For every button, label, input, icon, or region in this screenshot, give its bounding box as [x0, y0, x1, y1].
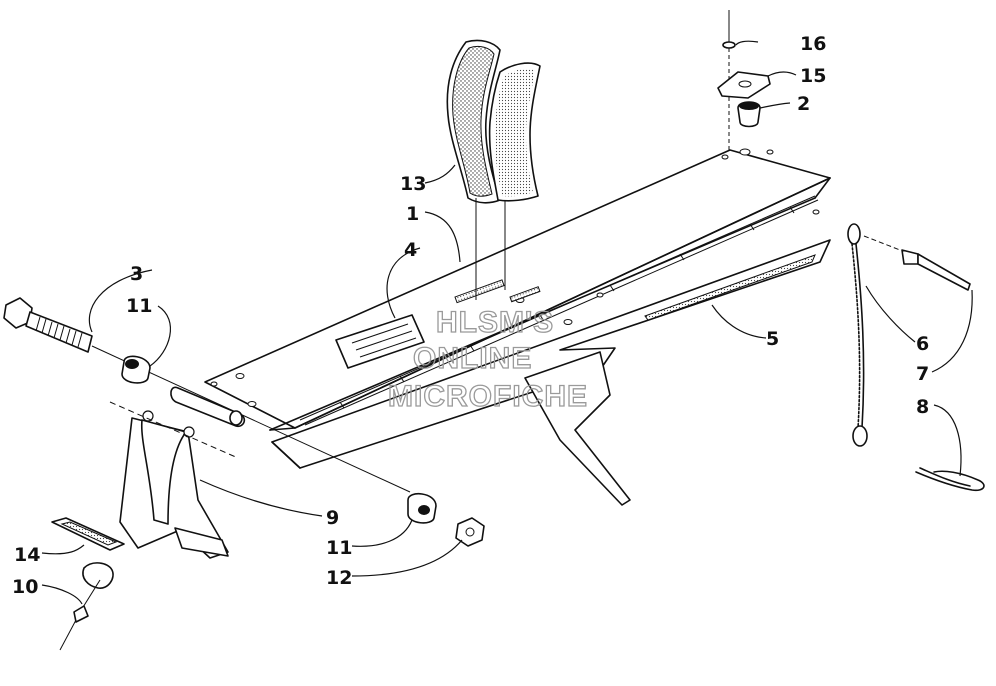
- callout-10: 10: [12, 576, 38, 598]
- callout-8: 8: [916, 396, 929, 418]
- callout-13: 13: [400, 173, 426, 195]
- footrest-rail: [204, 148, 831, 506]
- watermark-line-1: HLSM'S: [436, 306, 554, 339]
- tether-cable: [847, 223, 985, 492]
- footpad: [446, 39, 541, 300]
- pivot-hardware: [717, 10, 771, 150]
- callout-6: 6: [916, 333, 929, 355]
- callout-3: 3: [130, 263, 143, 285]
- watermark: HLSM'S ONLINE MICROFICHE: [387, 305, 588, 413]
- bolt-assembly: [3, 297, 411, 493]
- callout-4: 4: [404, 239, 417, 261]
- callout-7: 7: [916, 363, 929, 385]
- callout-11-upper: 11: [126, 295, 152, 317]
- callout-9: 9: [326, 507, 339, 529]
- callout-labels: 1 2 3 4 5 6 7 8 9 10 11 11 12 13 14 15 1…: [12, 33, 929, 598]
- watermark-line-2: ONLINE: [413, 342, 532, 375]
- callout-14: 14: [14, 544, 40, 566]
- callout-12: 12: [326, 567, 352, 589]
- callout-1: 1: [406, 203, 419, 225]
- callout-15: 15: [800, 65, 826, 87]
- leader-lines: [41, 40, 973, 605]
- spacer-and-nut: [407, 493, 485, 547]
- callout-2: 2: [797, 93, 810, 115]
- callout-16: 16: [800, 33, 826, 55]
- plate-and-rivet: [51, 517, 125, 651]
- callout-5: 5: [766, 328, 779, 350]
- mounting-bracket: [109, 401, 239, 559]
- watermark-line-3: MICROFICHE: [388, 380, 588, 413]
- callout-11-lower: 11: [326, 537, 352, 559]
